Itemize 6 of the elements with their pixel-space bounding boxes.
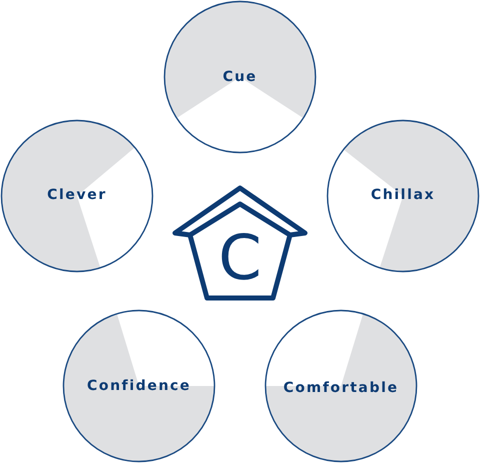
pie-label: Clever: [47, 187, 107, 203]
pie-label: Comfortable: [283, 380, 399, 396]
pie-label: Confidence: [86, 378, 192, 394]
house-letter: C: [218, 227, 262, 289]
pie-label: Chillax: [370, 187, 436, 203]
pie-label: Cue: [222, 69, 258, 85]
